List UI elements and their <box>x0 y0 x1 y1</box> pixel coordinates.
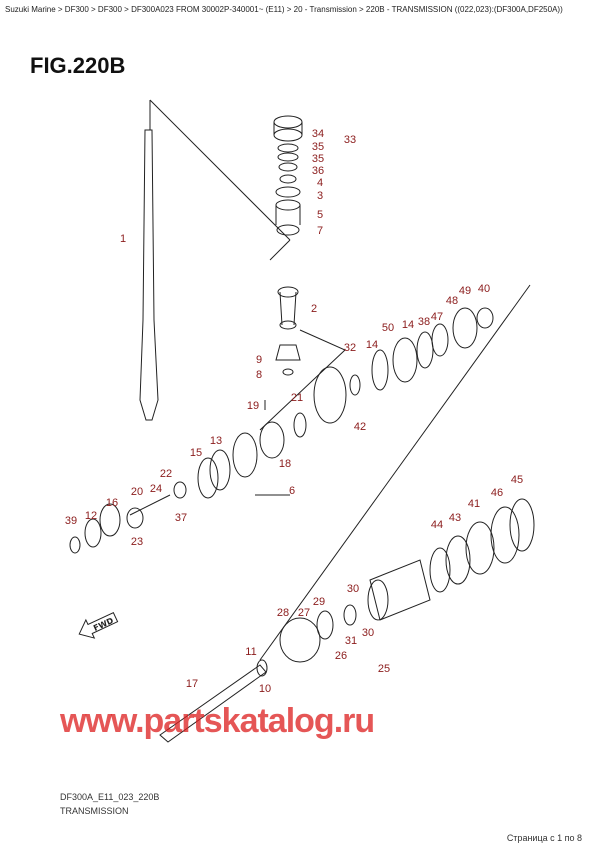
callout-19[interactable]: 19 <box>247 400 259 412</box>
callout-23[interactable]: 23 <box>131 536 143 548</box>
callout-7[interactable]: 7 <box>317 225 323 237</box>
callout-11[interactable]: 11 <box>245 646 256 658</box>
fwd-arrow-icon: FWD <box>78 611 119 639</box>
callout-14[interactable]: 14 <box>402 319 414 331</box>
callout-24[interactable]: 24 <box>150 483 162 495</box>
callout-29[interactable]: 29 <box>313 596 325 608</box>
callout-32[interactable]: 32 <box>344 342 356 354</box>
callout-27[interactable]: 27 <box>298 607 310 619</box>
callout-50[interactable]: 50 <box>382 322 394 334</box>
callout-22[interactable]: 22 <box>160 468 172 480</box>
callout-45[interactable]: 45 <box>511 474 523 486</box>
callout-36[interactable]: 36 <box>312 165 324 177</box>
callout-12[interactable]: 12 <box>85 510 97 522</box>
callout-4[interactable]: 4 <box>317 177 323 189</box>
callout-6[interactable]: 6 <box>289 485 295 497</box>
drawing-code: DF300A_E11_023_220B <box>60 792 160 802</box>
callout-37[interactable]: 37 <box>175 512 187 524</box>
callout-13[interactable]: 13 <box>210 435 222 447</box>
callout-30[interactable]: 30 <box>362 627 374 639</box>
callout-34[interactable]: 34 <box>312 128 324 140</box>
drive-shaft <box>139 129 159 421</box>
callout-33[interactable]: 33 <box>344 134 356 146</box>
callout-2[interactable]: 2 <box>311 303 317 315</box>
callout-49[interactable]: 49 <box>459 285 471 297</box>
caption: TRANSMISSION <box>60 806 129 816</box>
callout-15[interactable]: 15 <box>190 447 202 459</box>
watermark: www.partskatalog.ru <box>60 702 375 740</box>
pager: Страница с 1 по 8 <box>506 833 582 843</box>
callout-43[interactable]: 43 <box>449 512 461 524</box>
callout-10[interactable]: 10 <box>259 683 271 695</box>
callout-5[interactable]: 5 <box>317 209 323 221</box>
breadcrumb[interactable]: Suzuki Marine > DF300 > DF300 > DF300A02… <box>5 5 563 14</box>
callout-46[interactable]: 46 <box>491 487 503 499</box>
callout-1[interactable]: 1 <box>120 233 126 245</box>
fwd-label: FWD <box>92 616 115 633</box>
callout-26[interactable]: 26 <box>335 650 347 662</box>
callout-21[interactable]: 21 <box>291 392 303 404</box>
callout-20[interactable]: 20 <box>131 486 143 498</box>
callout-18[interactable]: 18 <box>279 458 291 470</box>
callout-31[interactable]: 31 <box>345 635 357 647</box>
callout-38[interactable]: 38 <box>418 316 430 328</box>
callout-28[interactable]: 28 <box>277 607 289 619</box>
callout-35[interactable]: 35 <box>312 153 324 165</box>
callout-25[interactable]: 25 <box>378 663 390 675</box>
callout-40[interactable]: 40 <box>478 283 490 295</box>
callout-8[interactable]: 8 <box>256 369 262 381</box>
callout-47[interactable]: 47 <box>431 311 443 323</box>
callout-17[interactable]: 17 <box>186 678 198 690</box>
callout-41[interactable]: 41 <box>468 498 480 510</box>
callout-3[interactable]: 3 <box>317 190 323 202</box>
callout-44[interactable]: 44 <box>431 519 443 531</box>
callout-39[interactable]: 39 <box>65 515 77 527</box>
callout-16[interactable]: 16 <box>106 497 118 509</box>
callout-14[interactable]: 14 <box>366 339 378 351</box>
callout-30[interactable]: 30 <box>347 583 359 595</box>
callout-9[interactable]: 9 <box>256 354 262 366</box>
callout-48[interactable]: 48 <box>446 295 458 307</box>
callout-35[interactable]: 35 <box>312 141 324 153</box>
figure-title: FIG.220B <box>30 53 126 78</box>
callout-42[interactable]: 42 <box>354 421 366 433</box>
